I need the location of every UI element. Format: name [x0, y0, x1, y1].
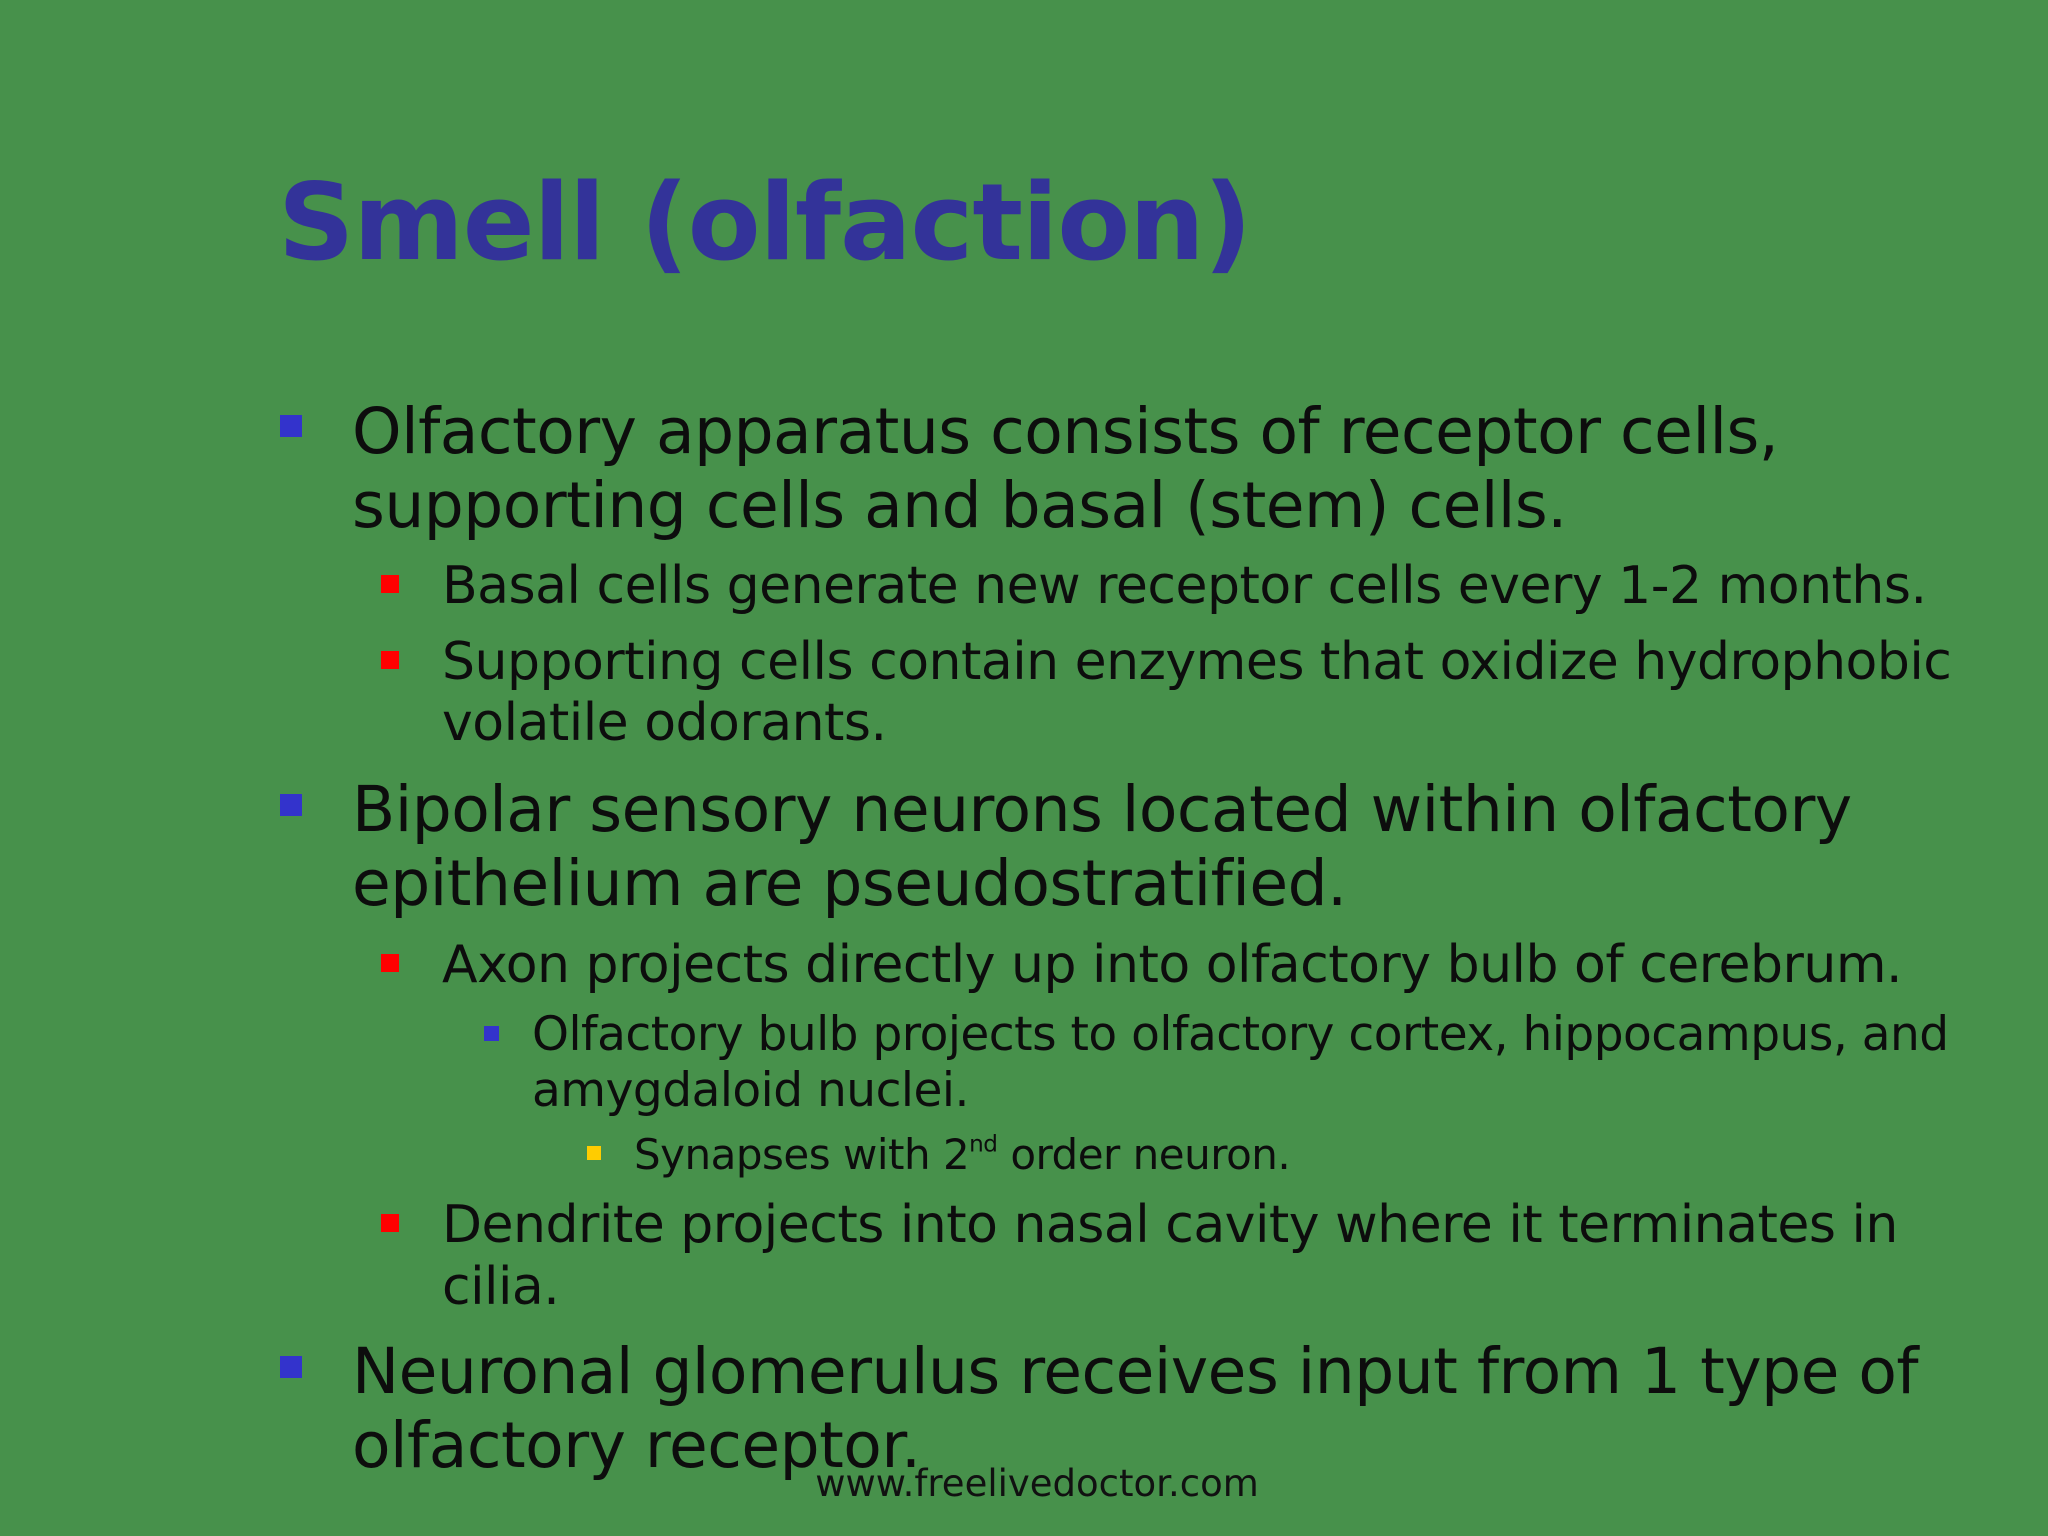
- bullet-text-line: volatile odorants.: [442, 693, 887, 753]
- bullet-text-line: Olfactory bulb projects to olfactory cor…: [532, 1007, 1949, 1062]
- square-bullet-icon: [381, 651, 399, 669]
- square-bullet-icon: [280, 415, 302, 437]
- square-bullet-icon: [381, 575, 399, 593]
- slide-title: Smell (olfaction): [278, 161, 1252, 284]
- square-bullet-icon: [280, 794, 302, 816]
- bullet-text-line: Synapses with 2nd order neuron.: [634, 1130, 1291, 1180]
- bullet-text-line: Dendrite projects into nasal cavity wher…: [442, 1195, 1898, 1255]
- bullet-text-segment: order neuron.: [997, 1130, 1291, 1179]
- bullet-text-segment: Synapses with 2: [634, 1130, 970, 1179]
- bullet-text-line: cilia.: [442, 1257, 560, 1317]
- bullet-text-line: Axon projects directly up into olfactory…: [442, 935, 1903, 995]
- bullet-text-line: olfactory receptor.: [352, 1409, 921, 1482]
- bullet-text-line: Basal cells generate new receptor cells …: [442, 556, 1927, 616]
- square-bullet-icon: [280, 1356, 302, 1378]
- footer-url: www.freelivedoctor.com: [815, 1462, 1259, 1505]
- square-bullet-icon: [587, 1146, 601, 1160]
- bullet-text-line: supporting cells and basal (stem) cells.: [352, 469, 1567, 542]
- superscript-text: nd: [969, 1131, 998, 1158]
- bullet-text-line: Olfactory apparatus consists of receptor…: [352, 395, 1779, 468]
- bullet-text-line: amygdaloid nuclei.: [532, 1063, 969, 1118]
- square-bullet-icon: [381, 1214, 399, 1232]
- bullet-text-line: Neuronal glomerulus receives input from …: [352, 1335, 1919, 1408]
- square-bullet-icon: [381, 954, 399, 972]
- bullet-text-line: Supporting cells contain enzymes that ox…: [442, 632, 1952, 692]
- bullet-text-line: Bipolar sensory neurons located within o…: [352, 773, 1852, 846]
- square-bullet-icon: [484, 1026, 499, 1041]
- bullet-text-line: epithelium are pseudostratified.: [352, 847, 1347, 920]
